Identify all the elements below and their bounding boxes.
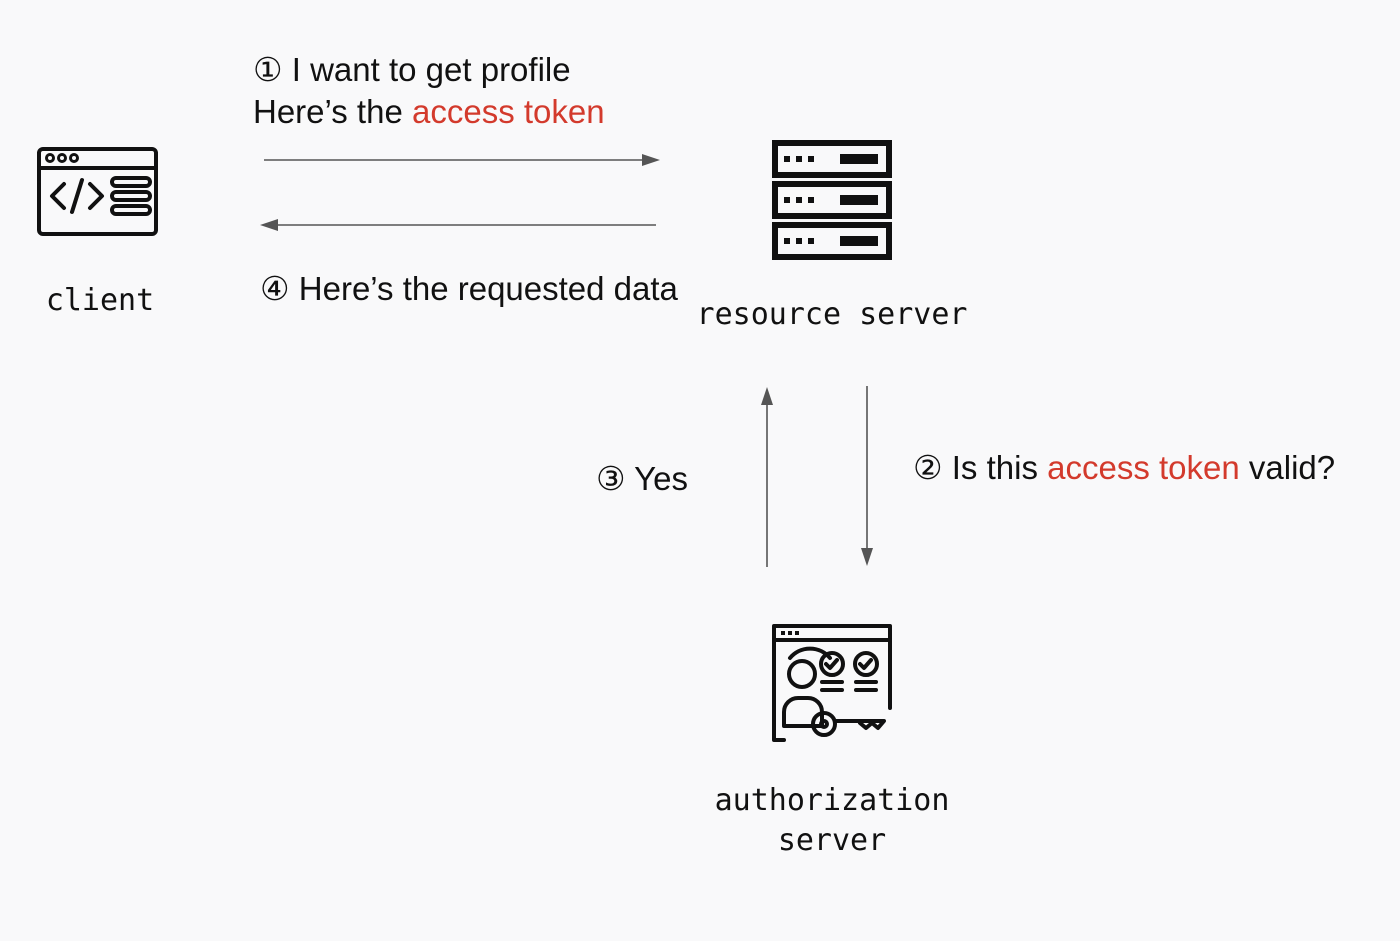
authorization-server-label-line1: authorization — [714, 783, 950, 818]
code-window-icon — [36, 146, 160, 243]
step1-message: ① I want to get profile Here’s the acces… — [253, 49, 605, 133]
arrowhead-response — [260, 219, 278, 231]
authorization-server-label: authorization server — [682, 781, 982, 861]
step3-text: Yes — [634, 460, 689, 497]
identity-verification-icon — [770, 622, 894, 751]
step1-line2-prefix: Here’s the — [253, 93, 412, 130]
server-rack-icon — [772, 140, 892, 265]
resource-server-label: resource server — [696, 297, 968, 332]
step1-line1: I want to get profile — [291, 51, 571, 88]
step2-message: ② Is this access token valid? — [913, 447, 1335, 489]
authorization-server-label-line2: server — [777, 823, 887, 858]
client-label: client — [45, 283, 155, 318]
step2-prefix: Is this — [951, 449, 1048, 486]
step1-number: ① — [253, 51, 283, 88]
step1-access-token: access token — [411, 93, 605, 130]
step4-text: Here’s the requested data — [298, 270, 678, 307]
step3-message: ③ Yes — [596, 458, 688, 500]
step3-number: ③ — [596, 460, 626, 497]
arrowhead-validate — [861, 548, 873, 566]
arrowhead-yes — [761, 387, 773, 405]
step4-message: ④ Here’s the requested data — [260, 268, 678, 310]
step4-number: ④ — [260, 270, 290, 307]
step2-access-token: access token — [1047, 449, 1240, 486]
arrowhead-request — [642, 154, 660, 166]
step2-suffix: valid? — [1239, 449, 1336, 486]
step2-number: ② — [913, 449, 943, 486]
